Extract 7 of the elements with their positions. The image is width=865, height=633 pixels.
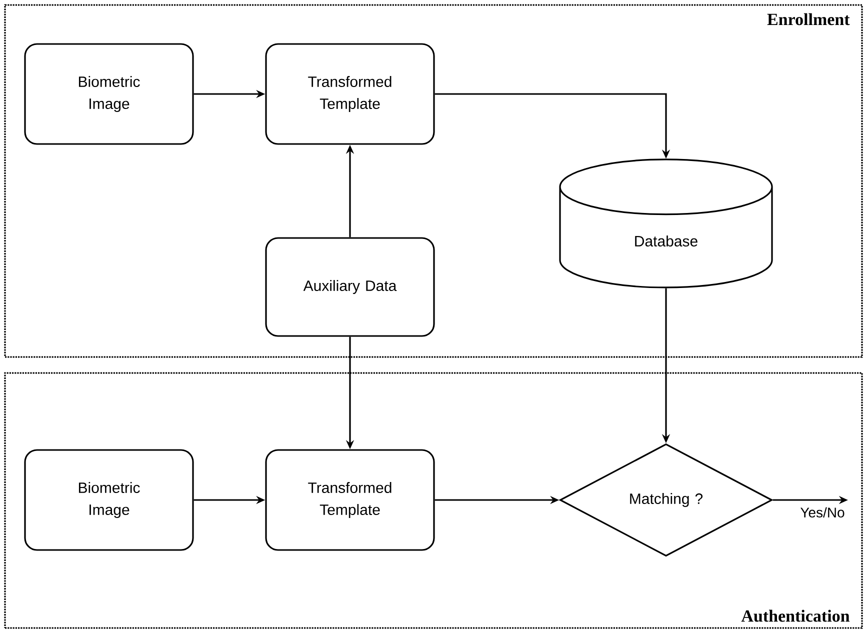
process-box: Transformed Template <box>265 449 435 551</box>
process-box: Biometric Image <box>24 449 194 551</box>
edge-label: Yes/No <box>799 506 846 518</box>
process-box: Auxiliary Data <box>265 237 435 337</box>
process-box: Biometric Image <box>24 43 194 145</box>
process-box: Transformed Template <box>265 43 435 145</box>
database-cylinder: Database <box>559 158 773 288</box>
